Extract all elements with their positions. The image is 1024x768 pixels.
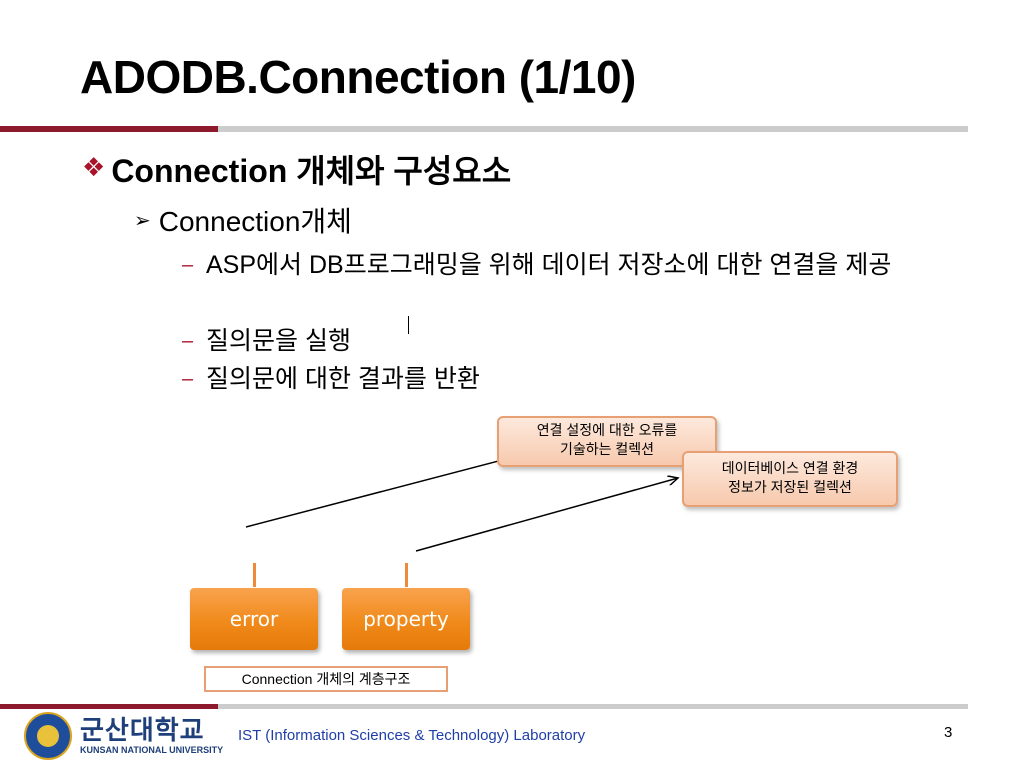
university-seal-icon	[24, 712, 72, 760]
dash-icon: –	[182, 254, 194, 276]
logo-korean-name: 군산대학교	[80, 715, 205, 745]
diamond-cluster-icon: ❖	[82, 151, 106, 182]
footer-divider	[0, 704, 968, 709]
footer-divider-accent	[0, 704, 218, 709]
bullet-level3-text: 질의문에 대한 결과를 반환	[206, 365, 480, 393]
header-divider	[0, 126, 968, 132]
dash-icon: –	[182, 368, 194, 390]
callout-errors-line1: 연결 설정에 대한 오류를	[536, 422, 678, 438]
page-number: 3	[944, 724, 953, 741]
university-logo: 군산대학교 KUNSAN NATIONAL UNIVERSITY	[24, 712, 223, 760]
bullet-level1: ❖ Connection 개체와 구성요소	[82, 146, 511, 192]
bullet-level2-text: Connection개체	[158, 206, 352, 237]
callout-errors-line2: 기술하는 컬렉션	[559, 441, 655, 457]
arrow-to-errors-callout	[245, 458, 510, 528]
dash-icon: –	[182, 330, 194, 352]
text-cursor-mark	[408, 316, 409, 334]
bullet-level3-text: 질의문을 실행	[206, 327, 351, 355]
error-collection-box: error	[190, 588, 318, 650]
footer-lab-name: IST (Information Sciences & Technology) …	[238, 727, 586, 744]
bullet-level3-text: ASP에서 DB프로그래밍을 위해 데이터 저장소에 대한 연결을 제공	[206, 251, 892, 279]
property-collection-box: property	[342, 588, 470, 650]
callout-properties-line2: 정보가 저장된 컬렉션	[728, 479, 852, 495]
callout-properties-collection: 데이터베이스 연결 환경 정보가 저장된 컬렉션	[682, 451, 898, 507]
bullet-level3-item: – ASP에서 DB프로그래밍을 위해 데이터 저장소에 대한 연결을 제공	[182, 248, 962, 282]
bullet-level2: ➢ Connection개체	[134, 200, 352, 240]
callout-properties-line1: 데이터베이스 연결 환경	[721, 460, 859, 476]
logo-english-name: KUNSAN NATIONAL UNIVERSITY	[80, 745, 224, 755]
bullet-level3-item: – 질의문에 대한 결과를 반환	[182, 362, 962, 396]
arrow-to-properties-callout	[415, 478, 678, 552]
error-box-stem	[253, 563, 256, 587]
slide-title: ADODB.Connection (1/10)	[80, 51, 636, 103]
property-box-stem	[405, 563, 408, 587]
bullet-level1-text: Connection 개체와 구성요소	[111, 153, 512, 189]
bullet-level3-item: – 질의문을 실행	[182, 324, 962, 358]
arrowhead-icon: ➢	[134, 209, 151, 232]
hierarchy-caption: Connection 개체의 계층구조	[204, 666, 448, 692]
callout-errors-collection: 연결 설정에 대한 오류를 기술하는 컬렉션	[497, 416, 717, 467]
header-divider-accent	[0, 126, 218, 132]
